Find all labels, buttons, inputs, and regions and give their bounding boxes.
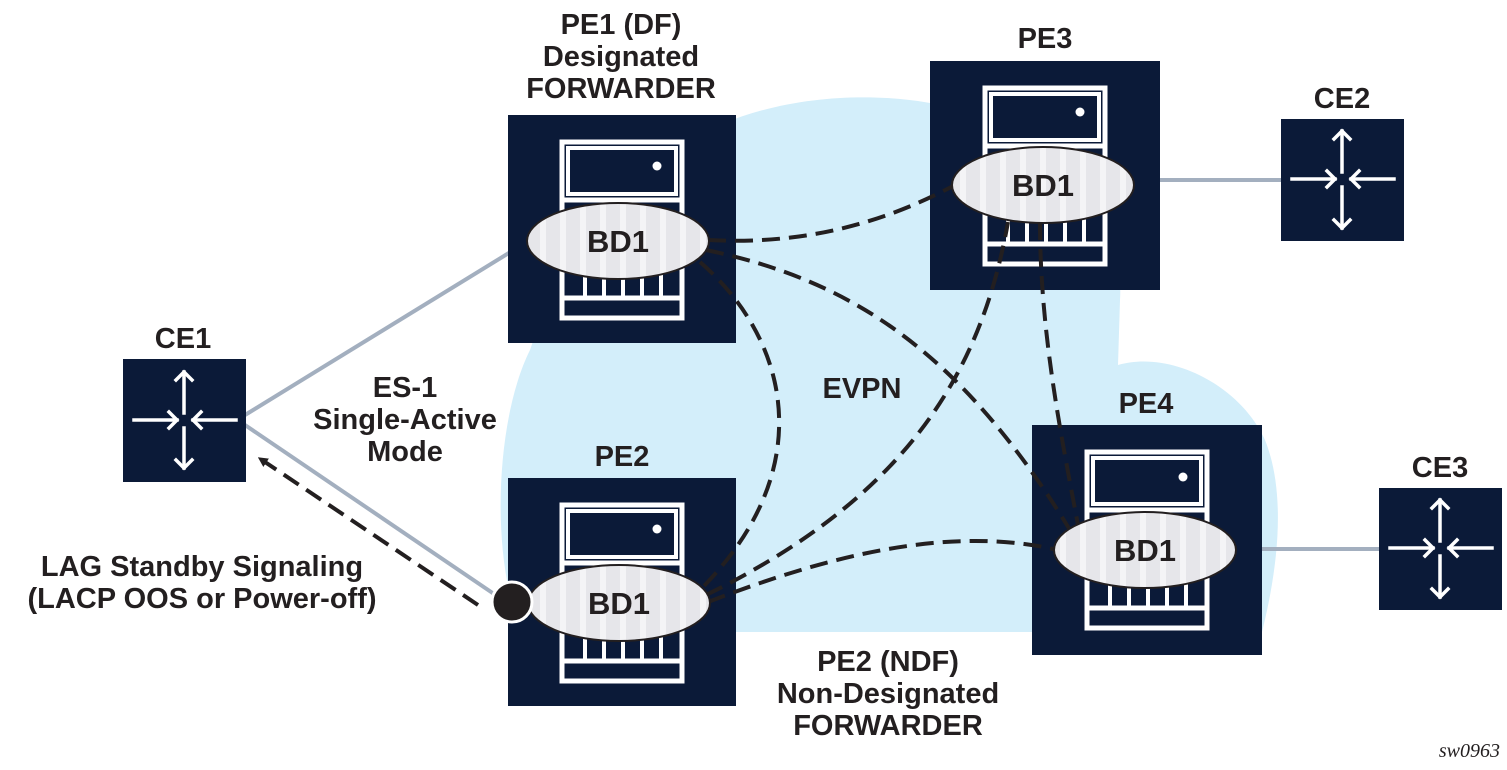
lag-signaling-arrow — [257, 457, 480, 607]
pe1-title: PE1 (DF) — [561, 9, 682, 41]
pe3-bd1[interactable]: BD1 — [951, 146, 1135, 224]
evpn-link-pe1-pe2 — [698, 260, 782, 592]
evpn-label: EVPN — [823, 373, 902, 405]
pe1-bd1[interactable]: BD1 — [526, 202, 710, 280]
evpn-link-pe2-pe3 — [705, 221, 1010, 597]
figure-id: sw0963 — [1439, 740, 1500, 762]
evpn-link-pe3-pe4 — [1038, 221, 1080, 526]
pe1-chassis-icon — [559, 139, 685, 321]
pe1-role-line1: Designated — [543, 41, 699, 73]
lag-label-line1: LAG Standby Signaling — [41, 551, 363, 583]
pe2-role-title: PE2 (NDF) — [817, 646, 959, 678]
switch-arrows-icon — [1290, 128, 1396, 231]
pe1-label: PE1 (DF) Designated FORWARDER — [526, 9, 716, 105]
link-ce1-pe1 — [243, 238, 532, 417]
ce3-label: CE3 — [1412, 452, 1468, 484]
es-name: ES-1 — [373, 372, 437, 404]
pe4-label: PE4 — [1119, 388, 1174, 420]
ce2-label: CE2 — [1314, 83, 1370, 115]
pe1-role-line2: FORWARDER — [526, 73, 716, 105]
pe3-chassis-icon — [982, 85, 1108, 267]
evpn-link-pe1-pe4 — [705, 248, 1072, 532]
lag-signaling-label: LAG Standby Signaling (LACP OOS or Power… — [27, 551, 376, 615]
evpn-links — [698, 183, 1080, 604]
ce1-label: CE1 — [155, 323, 211, 355]
access-links — [243, 178, 1380, 598]
pe2-role-line1: Non-Designated — [777, 678, 999, 710]
ce2-node[interactable] — [1281, 119, 1404, 241]
ce1-node[interactable] — [123, 359, 246, 482]
bd1-label: BD1 — [588, 586, 650, 621]
pe3-label: PE3 — [1018, 23, 1073, 55]
switch-arrows-icon — [1388, 497, 1494, 600]
es-mode-line2: Mode — [367, 436, 443, 468]
pe4-bd1[interactable]: BD1 — [1053, 511, 1237, 589]
es-mode-line1: Single-Active — [313, 404, 497, 436]
pe2-role-line2: FORWARDER — [793, 710, 983, 742]
evpn-link-pe1-pe3 — [707, 183, 956, 243]
ce3-node[interactable] — [1379, 488, 1502, 610]
bd1-label: BD1 — [1012, 168, 1074, 203]
pe2-bd1[interactable]: BD1 — [527, 564, 711, 642]
pe2-role-label: PE2 (NDF) Non-Designated FORWARDER — [777, 646, 999, 742]
lag-label-line2: (LACP OOS or Power-off) — [27, 583, 376, 615]
pe2-standby-port-icon[interactable] — [490, 580, 534, 624]
bd1-label: BD1 — [587, 224, 649, 259]
evpn-link-pe2-pe4 — [707, 538, 1059, 604]
switch-arrows-icon — [132, 369, 238, 471]
pe2-label: PE2 — [595, 441, 650, 473]
bd1-label: BD1 — [1114, 533, 1176, 568]
es-label: ES-1 Single-Active Mode — [313, 372, 497, 468]
link-ce1-pe2 — [243, 423, 499, 598]
